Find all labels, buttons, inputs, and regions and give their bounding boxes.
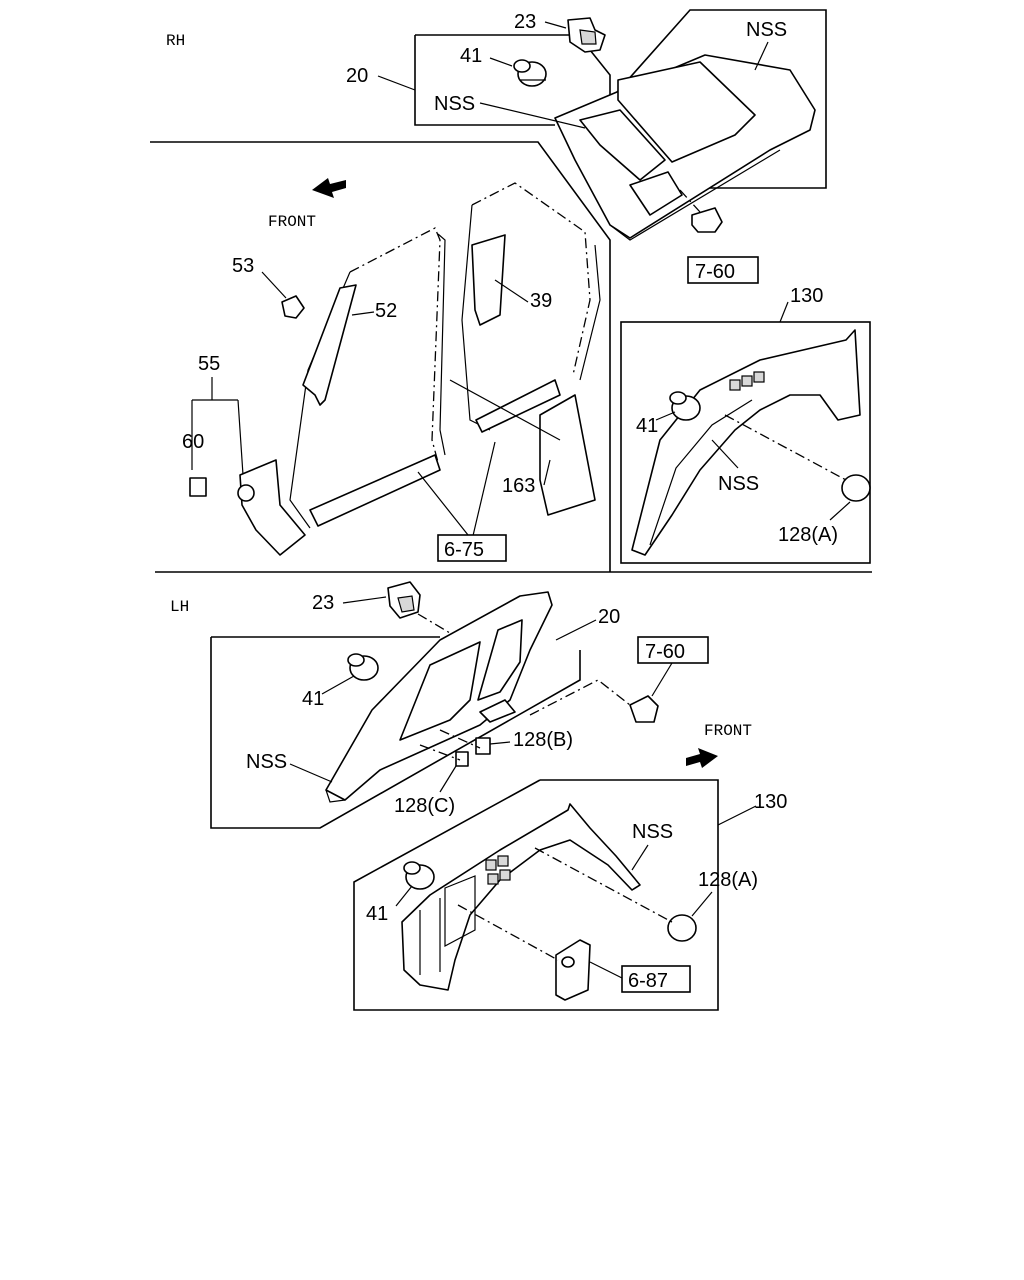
- rh-label-53: 53: [232, 255, 254, 277]
- rh-ref-6-75: 6-75: [444, 539, 484, 561]
- rh-label-52: 52: [375, 300, 397, 322]
- lh-ref-box-7-60: [637, 636, 709, 664]
- rh-clip-53: [281, 295, 305, 319]
- rh-label-23: 23: [514, 11, 536, 33]
- rh-label-20: 20: [346, 65, 368, 87]
- rh-lower-quarter-trim-130: [631, 329, 861, 556]
- lh-ref-6-87: 6-87: [628, 970, 668, 992]
- rh-front-arrow-icon: [312, 178, 346, 198]
- rh-front-label: FRONT: [268, 213, 316, 231]
- rh-label-163: 163: [502, 475, 535, 497]
- rh-clip-23: [567, 17, 606, 53]
- lh-clips-128b: [455, 737, 491, 767]
- lh-front-arrow-icon: [686, 748, 718, 768]
- lh-fastener-41: [347, 653, 379, 681]
- lh-label-41b: 41: [366, 903, 388, 925]
- lh-section-label: LH: [170, 598, 189, 616]
- rh-label-nss-top: NSS: [746, 19, 787, 41]
- rh-clip-60: [189, 477, 207, 497]
- rh-label-41: 41: [460, 45, 482, 67]
- rh-section-label: RH: [166, 32, 185, 50]
- rh-label-55: 55: [198, 353, 220, 375]
- rh-kick-panel-55: [237, 459, 306, 556]
- rh-quarter-trim-upper: [554, 54, 816, 241]
- rh-label-41b: 41: [636, 415, 658, 437]
- lh-bracket-7-60: [629, 695, 659, 723]
- rh-label-nss-mid: NSS: [434, 93, 475, 115]
- rh-bracket-7-60: [679, 189, 723, 233]
- rh-plug-128a: [841, 474, 871, 502]
- rh-rear-door-opening: [461, 182, 601, 516]
- lh-quarter-trim-upper: [325, 591, 553, 803]
- rh-pillar-trim-163: [539, 394, 596, 516]
- lh-label-20: 20: [598, 606, 620, 628]
- lh-label-128c: 128(C): [394, 795, 455, 817]
- rh-fastener-41: [513, 59, 547, 87]
- rh-label-130: 130: [790, 285, 823, 307]
- rh-label-nss-arch: NSS: [718, 473, 759, 495]
- rh-divider: [150, 141, 611, 572]
- rh-label-128a: 128(A): [778, 524, 838, 546]
- lh-front-label: FRONT: [704, 722, 752, 740]
- lh-group-20-frame: [210, 636, 581, 829]
- rh-label-60: 60: [182, 431, 204, 453]
- lh-label-23: 23: [312, 592, 334, 614]
- rh-pillar-trim-39: [471, 234, 506, 326]
- lh-ref-7-60: 7-60: [645, 641, 685, 663]
- rh-ref-7-60: 7-60: [695, 261, 735, 283]
- lh-label-41: 41: [302, 688, 324, 710]
- rh-label-39: 39: [530, 290, 552, 312]
- rh-ref-box-6-75: [437, 534, 507, 562]
- lh-lower-quarter-trim-130: [401, 803, 641, 991]
- lh-group-130-frame: [353, 779, 719, 1011]
- rh-pillar-52: [302, 284, 357, 406]
- lh-label-128b: 128(B): [513, 729, 573, 751]
- rh-fastener-41b: [669, 391, 701, 421]
- rh-front-door-opening: [289, 227, 446, 529]
- lh-cover-plate-6-87: [555, 939, 591, 1001]
- lh-clip-23: [387, 581, 421, 619]
- lh-label-nss-arch: NSS: [632, 821, 673, 843]
- rh-ref-box-7-60: [687, 256, 759, 284]
- lh-fastener-41b: [403, 861, 435, 890]
- lh-label-130: 130: [754, 791, 787, 813]
- lh-plug-128a: [667, 914, 697, 942]
- lh-label-128a: 128(A): [698, 869, 758, 891]
- lh-ref-box-6-87: [621, 965, 691, 993]
- lh-label-nss: NSS: [246, 751, 287, 773]
